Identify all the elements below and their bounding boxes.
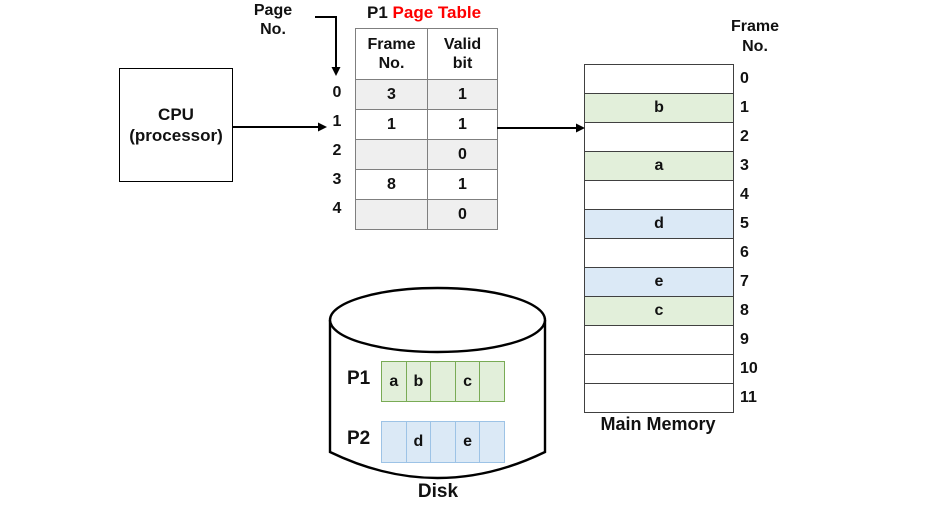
page-number-label: 2	[332, 142, 342, 159]
memory-frame	[585, 239, 733, 268]
valid-bit-header-line1: Valid	[443, 36, 482, 53]
frame-number-label: 6	[740, 244, 749, 261]
frame-number-column: 0 1 2 3 4 5 6 7 8 9 10 11	[740, 64, 774, 412]
disk-cell	[381, 421, 407, 463]
disk-cell: d	[405, 421, 432, 463]
frame-number-label: 7	[740, 273, 749, 290]
frame-no-cell: 1	[356, 110, 428, 139]
frame-no-caption-line2: No.	[742, 38, 768, 55]
frame-no-header-line1: Frame	[367, 36, 416, 53]
page-number-label: 3	[332, 171, 342, 188]
valid-bit-cell: 0	[428, 140, 497, 169]
page-table-title-text: Page Table	[392, 3, 482, 22]
cpu-to-table-arrow	[233, 122, 327, 132]
valid-bit-cell: 1	[428, 80, 497, 109]
disk-cell: a	[381, 361, 407, 402]
memory-frame	[585, 384, 733, 412]
frame-number-label: 4	[740, 186, 749, 203]
disk-cell: c	[454, 361, 481, 402]
page-table-row: 0	[356, 139, 497, 169]
disk-cell	[479, 361, 505, 402]
page-no-elbow-arrow	[315, 16, 341, 76]
disk-cell: e	[454, 421, 481, 463]
valid-bit-header-line2: bit	[452, 55, 473, 72]
page-table-header: Frame No. Valid bit	[356, 29, 497, 79]
frame-no-cell: 8	[356, 170, 428, 199]
valid-bit-cell: 1	[428, 110, 497, 139]
frame-no-caption: Frame No.	[722, 17, 788, 57]
memory-frame: d	[585, 210, 733, 239]
memory-frame	[585, 65, 733, 94]
memory-frame: a	[585, 152, 733, 181]
disk-p1-label: P1	[347, 368, 371, 389]
disk-cell	[479, 421, 505, 463]
frame-no-cell	[356, 200, 428, 229]
page-no-caption: Page No.	[238, 1, 308, 39]
disk-cell	[430, 361, 456, 402]
page-table-title: P1 Page Table	[367, 3, 481, 23]
page-number-label: 4	[332, 200, 342, 217]
page-no-caption-line1: Page	[253, 2, 293, 19]
page-number-label: 1	[332, 113, 342, 130]
memory-frame: c	[585, 297, 733, 326]
memory-frame: e	[585, 268, 733, 297]
memory-frame	[585, 355, 733, 384]
memory-frame	[585, 326, 733, 355]
frame-number-label: 2	[740, 128, 749, 145]
frame-number-label: 3	[740, 157, 749, 174]
table-to-memory-arrow	[497, 123, 585, 133]
frame-no-column-header: Frame No.	[356, 29, 428, 79]
memory-frame	[585, 181, 733, 210]
frame-number-label: 0	[740, 70, 749, 87]
frame-no-header-line2: No.	[378, 55, 405, 72]
frame-number-label: 11	[740, 389, 757, 406]
cpu-box: CPU (processor)	[119, 68, 233, 182]
cpu-label-line1: CPU	[158, 105, 194, 124]
page-table-row: 0	[356, 199, 497, 229]
cpu-label-line2: (processor)	[129, 126, 223, 145]
page-no-caption-line2: No.	[260, 21, 286, 38]
memory-frame	[585, 123, 733, 152]
disk-p2-label: P2	[347, 428, 371, 449]
disk-label: Disk	[417, 481, 459, 502]
valid-bit-cell: 0	[428, 200, 497, 229]
valid-bit-column-header: Valid bit	[428, 29, 497, 79]
frame-no-cell	[356, 140, 428, 169]
page-number-column: 0 1 2 3 4	[326, 78, 348, 223]
frame-no-caption-line1: Frame	[730, 18, 780, 35]
valid-bit-cell: 1	[428, 170, 497, 199]
main-memory-label: Main Memory	[600, 414, 716, 434]
frame-number-label: 5	[740, 215, 749, 232]
frame-number-label: 1	[740, 99, 749, 116]
frame-no-cell: 3	[356, 80, 428, 109]
process-id-label: P1	[367, 3, 388, 22]
frame-number-label: 8	[740, 302, 749, 319]
disk-cell: b	[405, 361, 432, 402]
disk-cell	[430, 421, 456, 463]
frame-number-label: 9	[740, 331, 749, 348]
page-number-label: 0	[332, 84, 342, 101]
memory-frame: b	[585, 94, 733, 123]
frame-number-label: 10	[740, 360, 758, 377]
